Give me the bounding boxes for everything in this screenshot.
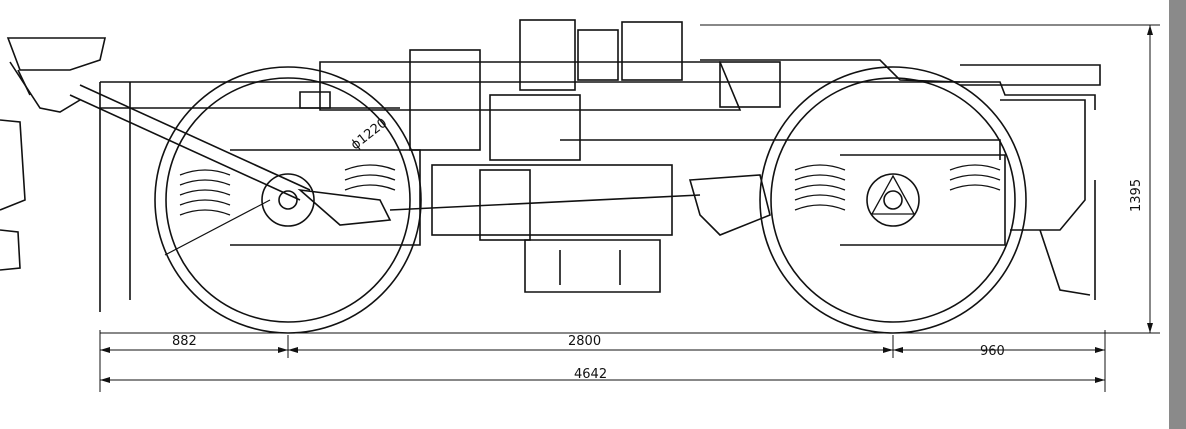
wheel-left	[154, 66, 422, 334]
dimension-lines	[99, 24, 1160, 392]
wheel-diameter-label: ϕ1220	[348, 116, 390, 153]
coupler-left	[0, 37, 107, 271]
scan-edge-bar	[1169, 0, 1186, 429]
spring-right	[794, 164, 1001, 211]
coupler-right	[960, 64, 1101, 300]
spring-left	[179, 164, 396, 216]
dimension-arrows	[100, 25, 1153, 383]
center-unit	[319, 19, 961, 293]
overall-length-label: 4642	[574, 367, 607, 382]
front-overhang-label: 882	[172, 334, 197, 349]
wheelbase-label: 2800	[568, 334, 601, 349]
rear-overhang-label: 960	[980, 344, 1005, 359]
brake-rod	[69, 84, 701, 226]
wheel-right	[759, 66, 1027, 334]
height-label: 1395	[1129, 179, 1144, 212]
side-frame	[99, 81, 1096, 312]
